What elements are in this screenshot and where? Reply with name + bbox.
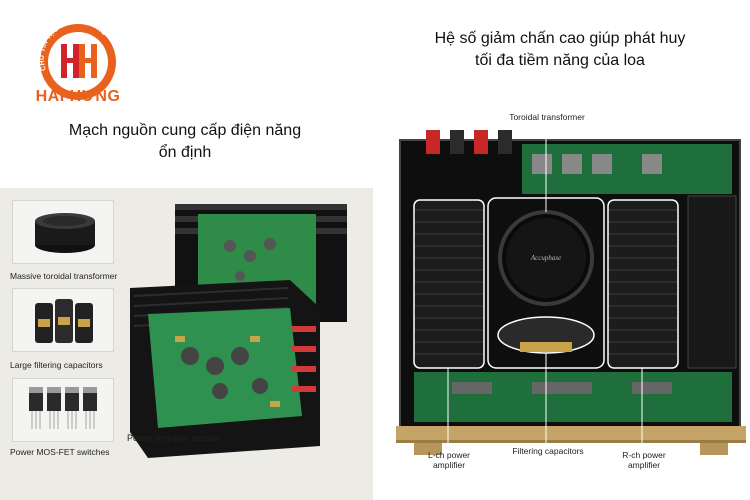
mosfet-switches-photo: [12, 378, 114, 442]
filtering-capacitors-photo: [12, 288, 114, 352]
caption-rch-line1: R-ch power: [622, 450, 666, 460]
component-photo-panel: Massive toroidal transformer Large filte…: [0, 188, 373, 500]
caption-toroidal-transformer-right: Toroidal transformer: [509, 112, 585, 122]
caption-filtering-capacitors: Large filtering capacitors: [10, 360, 103, 370]
power-amplifier-section-photo: [120, 196, 365, 461]
caption-filtering-capacitors-right: Filtering capacitors: [512, 446, 584, 456]
logo-emblem-icon: CHỮ TÍN TẠO THÀNH CÔNG: [37, 17, 116, 100]
heading-power-supply-line2: ổn định: [158, 144, 212, 161]
hai-hung-logo: CHỮ TÍN TẠO THÀNH CÔNG: [28, 12, 128, 112]
caption-toroidal-transformer: Massive toroidal transformer: [10, 271, 118, 281]
transformer-label: Accuphase: [530, 254, 561, 262]
caption-lch-power-amplifier: L-ch power amplifier: [414, 450, 484, 470]
heading-power-supply-line1: Mạch nguồn cung cấp điện năng: [68, 122, 302, 139]
caption-lch-line1: L-ch power: [427, 450, 471, 460]
caption-rch-line2: amplifier: [627, 460, 661, 470]
logo-brand-text: HẢI HƯNG: [35, 88, 121, 105]
heading-damping-factor: Hệ số giảm chấn cao giúp phát huy tối đa…: [390, 28, 730, 72]
heading-power-supply: Mạch nguồn cung cấp điện năng ổn định: [20, 120, 350, 164]
caption-lch-line2: amplifier: [432, 460, 466, 470]
heading-damping-factor-line1: Hệ số giảm chấn cao giúp phát huy: [434, 30, 686, 47]
toroidal-transformer-photo: [12, 200, 114, 264]
caption-power-amplifier-section: Power amplifier section: [127, 433, 221, 443]
heading-damping-factor-line2: tối đa tiềm năng của loa: [475, 52, 645, 69]
caption-mosfet-switches: Power MOS-FET switches: [10, 447, 110, 457]
amplifier-interior-photo: Accuphase Toroidal transformer L-ch powe…: [392, 110, 750, 500]
caption-rch-power-amplifier: R-ch power amplifier: [606, 450, 682, 470]
